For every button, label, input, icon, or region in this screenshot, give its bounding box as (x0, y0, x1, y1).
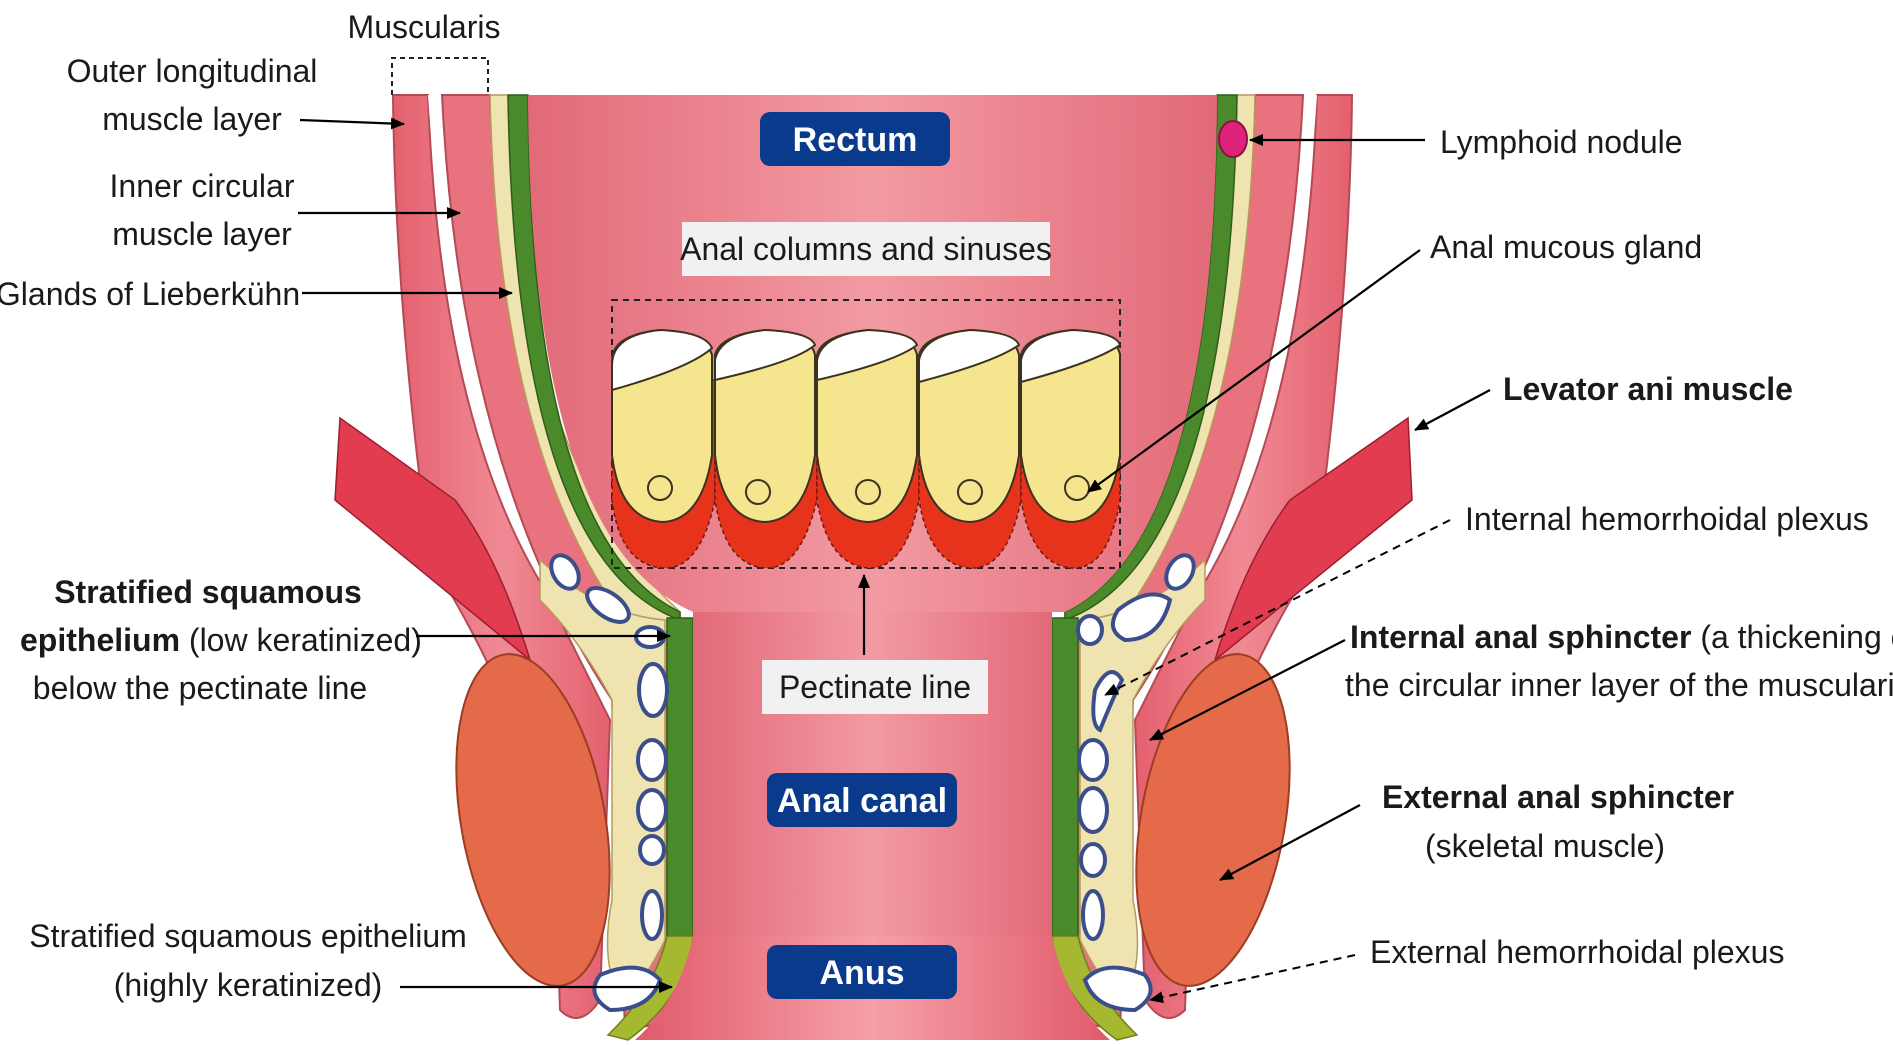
anus-label: Anus (820, 954, 905, 992)
outer-longitudinal-arrow (300, 120, 404, 124)
pectinate-line-label: Pectinate line (779, 669, 971, 705)
rectum-label: Rectum (793, 121, 918, 159)
anal-canal-epithelium-right (1052, 618, 1078, 936)
stratified-high-label-1: Stratified squamous epithelium (29, 918, 467, 954)
internal-hemorrhoidal-plexus-label: Internal hemorrhoidal plexus (1465, 501, 1869, 537)
external-hemorrhoidal-plexus-label: External hemorrhoidal plexus (1370, 934, 1784, 970)
internal-anal-sphincter-label-1: Internal anal sphincter (a thickening of (1350, 619, 1893, 655)
inner-circular-label-2: muscle layer (112, 216, 292, 252)
external-anal-sphincter-label-1: External anal sphincter (1382, 779, 1734, 815)
anal-mucous-gland-label: Anal mucous gland (1430, 229, 1702, 265)
stratified-low-label-2-bold: epithelium (20, 622, 180, 658)
stratified-high-label-2: (highly keratinized) (114, 967, 383, 1003)
stratified-low-label-1: Stratified squamous (54, 574, 362, 610)
muscularis-label: Muscularis (348, 9, 501, 45)
lymphoid-nodule (1219, 121, 1247, 157)
muscularis-bracket (392, 58, 488, 95)
anal-canal-pill: Anal canal (767, 773, 957, 827)
external-anal-sphincter-label-2: (skeletal muscle) (1425, 828, 1665, 864)
anal-canal-label: Anal canal (777, 782, 947, 820)
anal-columns-label: Anal columns and sinuses (680, 231, 1052, 267)
anal-canal-epithelium-left (667, 618, 693, 936)
pectinate-line-label-box: Pectinate line (762, 660, 988, 714)
internal-anal-sphincter-bold: Internal anal sphincter (1350, 619, 1691, 655)
outer-longitudinal-label-1: Outer longitudinal (67, 53, 318, 89)
levator-ani-arrow (1415, 390, 1490, 430)
rectum-pill: Rectum (760, 112, 950, 166)
outer-longitudinal-label-2: muscle layer (102, 101, 282, 137)
stratified-low-label-3: below the pectinate line (33, 670, 367, 706)
internal-anal-sphincter-label-2: the circular inner layer of the muscular… (1345, 667, 1893, 703)
levator-ani-label: Levator ani muscle (1503, 371, 1793, 407)
internal-anal-sphincter-rest: (a thickening of (1691, 619, 1893, 655)
lymphoid-nodule-label: Lymphoid nodule (1440, 124, 1683, 160)
stratified-low-label-2-rest: (low keratinized) (180, 622, 422, 658)
anal-columns-label-box: Anal columns and sinuses (680, 222, 1052, 276)
inner-circular-label-1: Inner circular (110, 168, 295, 204)
anus-pill: Anus (767, 945, 957, 999)
glands-of-lieberkuhn-label: Glands of Lieberkühn (0, 276, 300, 312)
stratified-low-label-2: epithelium (low keratinized) (20, 622, 422, 658)
